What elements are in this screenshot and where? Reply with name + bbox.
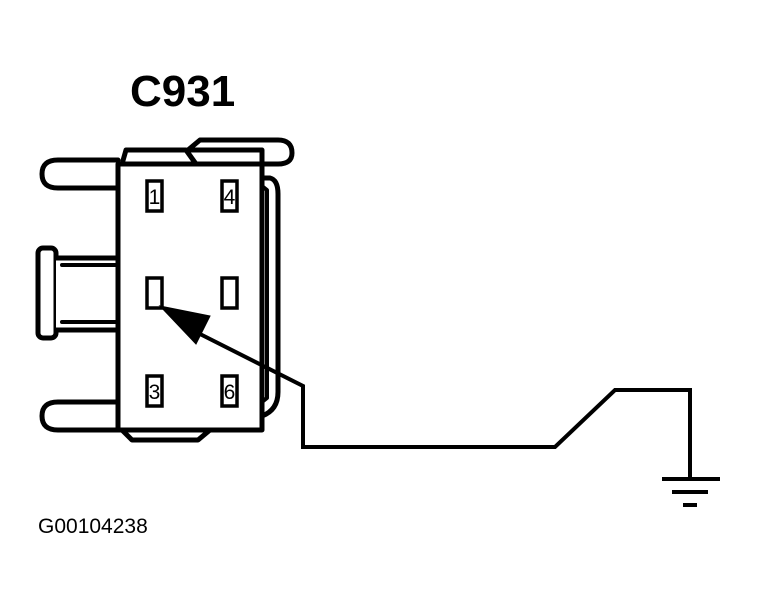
connector-title: C931 bbox=[130, 67, 236, 116]
left-lock-body bbox=[53, 255, 121, 333]
figure-id: G00104238 bbox=[38, 515, 148, 538]
pin-label-4: 4 bbox=[224, 186, 236, 209]
pin-cavity-1 bbox=[145, 179, 164, 213]
pin-cavity-2 bbox=[145, 276, 164, 310]
pin-cavity-6 bbox=[220, 374, 239, 408]
pin-label-3: 3 bbox=[149, 381, 161, 404]
pin-cavity-4 bbox=[220, 179, 239, 213]
top-right-latch bbox=[185, 137, 295, 167]
left-top-latch bbox=[39, 157, 121, 191]
bottom-rim bbox=[119, 427, 213, 443]
pin-label-1: 1 bbox=[149, 186, 161, 209]
left-lock-cap bbox=[35, 245, 59, 341]
pin-label-6: 6 bbox=[224, 381, 236, 404]
arrow-icon bbox=[158, 305, 211, 345]
ground-symbol-icon bbox=[662, 477, 720, 507]
left-bottom-latch bbox=[39, 399, 121, 433]
connector-body bbox=[115, 161, 265, 433]
left-lock-slot bbox=[60, 263, 120, 324]
ground-wire bbox=[199, 332, 692, 478]
pin-cavity-5 bbox=[220, 276, 239, 310]
top-rim bbox=[119, 147, 199, 167]
pin-cavity-3 bbox=[145, 374, 164, 408]
